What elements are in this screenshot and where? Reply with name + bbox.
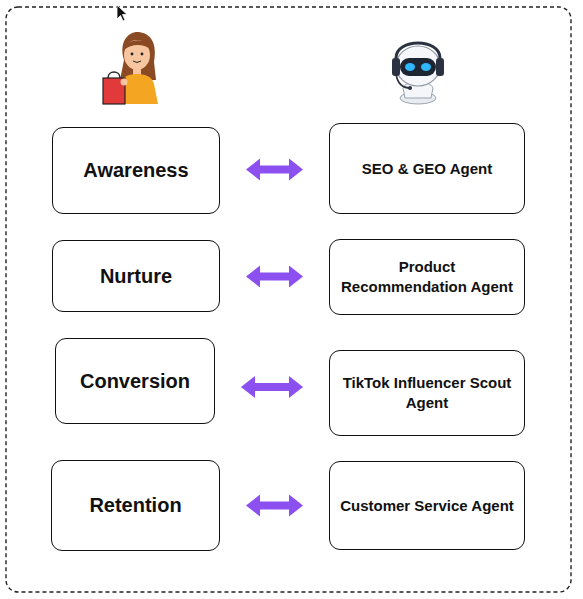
arrow-head: [246, 266, 260, 288]
text-wrap: Retention: [89, 494, 181, 517]
double-arrow: [241, 376, 303, 398]
arrow-shaft: [258, 502, 291, 510]
box-label: Nurture: [100, 265, 172, 288]
box-label: SEO & GEO Agent: [362, 159, 492, 179]
robot-icon: [392, 43, 444, 104]
agent-box: SEO & GEO Agent: [329, 123, 525, 214]
arrow-head: [246, 495, 260, 517]
agent-box: TikTok Influencer Scout Agent: [329, 350, 525, 436]
text-wrap: Awareness: [83, 159, 188, 182]
stage-box: Retention: [51, 460, 220, 551]
agent-box: Product Recommendation Agent: [329, 239, 525, 315]
stage-box: Nurture: [52, 240, 220, 312]
box-label: Awareness: [83, 159, 188, 182]
double-arrow: [246, 266, 303, 288]
agent-box: Customer Service Agent: [329, 461, 525, 550]
double-arrow: [246, 159, 303, 181]
mouse-cursor: [117, 5, 127, 21]
arrow-head: [246, 159, 260, 181]
box-label: Customer Service Agent: [340, 496, 514, 516]
box-label: Retention: [89, 494, 181, 517]
arrow-head: [289, 266, 303, 288]
stage-box: Conversion: [55, 338, 215, 424]
box-label: Product Recommendation Agent: [338, 257, 516, 297]
arrow-shaft: [258, 166, 291, 174]
arrow-shaft: [253, 383, 291, 391]
arrow-head: [241, 376, 255, 398]
box-label: Conversion: [80, 370, 190, 393]
shopper-icon: [103, 32, 158, 104]
arrow-head: [289, 495, 303, 517]
arrow-head: [289, 159, 303, 181]
arrow-head: [289, 376, 303, 398]
dashed-frame: [6, 7, 571, 592]
text-wrap: Customer Service Agent: [340, 496, 514, 516]
box-label: TikTok Influencer Scout Agent: [338, 373, 516, 413]
text-wrap: Nurture: [100, 265, 172, 288]
arrow-shaft: [258, 273, 291, 281]
text-wrap: SEO & GEO Agent: [362, 159, 492, 179]
stage-box: Awareness: [52, 127, 220, 214]
text-wrap: Product Recommendation Agent: [338, 257, 516, 297]
double-arrow: [246, 495, 303, 517]
text-wrap: TikTok Influencer Scout Agent: [338, 373, 516, 413]
text-wrap: Conversion: [80, 370, 190, 393]
